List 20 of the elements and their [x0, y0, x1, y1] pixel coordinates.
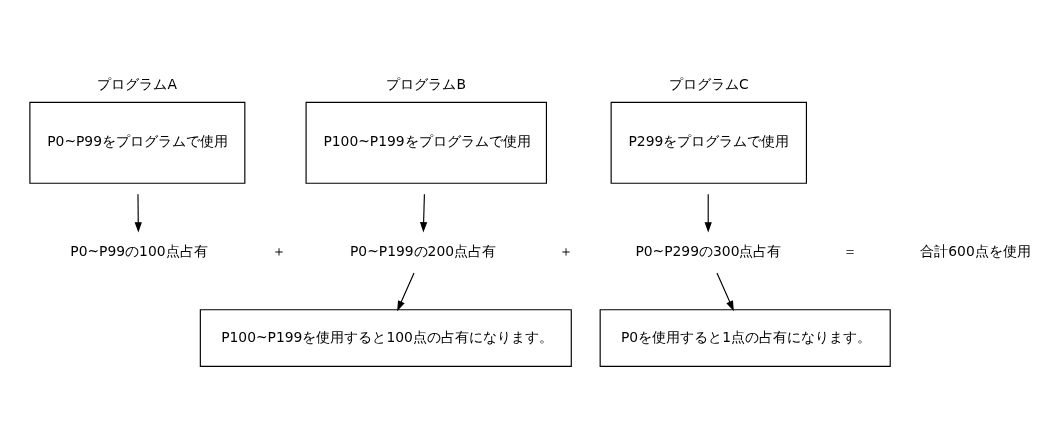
arrow — [134, 193, 142, 233]
node-text: P0~P299の300点占有 — [635, 242, 782, 259]
label: ＋ — [271, 242, 286, 259]
label: 合計600点を使用 — [920, 242, 1031, 259]
node-label: プログラムA — [97, 76, 177, 93]
arrow — [704, 193, 712, 233]
arrow — [397, 272, 415, 312]
node-text: P0~P99の100点占有 — [70, 242, 208, 259]
node-label: プログラムB — [386, 76, 466, 93]
node-box: P299をプログラムで使用 — [610, 101, 807, 184]
node-box: P100~P199を使用すると100点の占有になります。 — [199, 309, 572, 367]
node-label: プログラムC — [668, 76, 749, 93]
arrow — [419, 193, 428, 233]
arrow — [716, 272, 734, 312]
node-text: P0~P199の200点占有 — [349, 242, 497, 259]
node-box: P100~P199をプログラムで使用 — [305, 101, 547, 184]
label: ＝ — [842, 242, 857, 259]
node-box: P0を使用すると1点の占有になります。 — [599, 309, 891, 367]
label: ＋ — [558, 242, 573, 259]
node-box: P0~P99をプログラムで使用 — [29, 101, 246, 184]
